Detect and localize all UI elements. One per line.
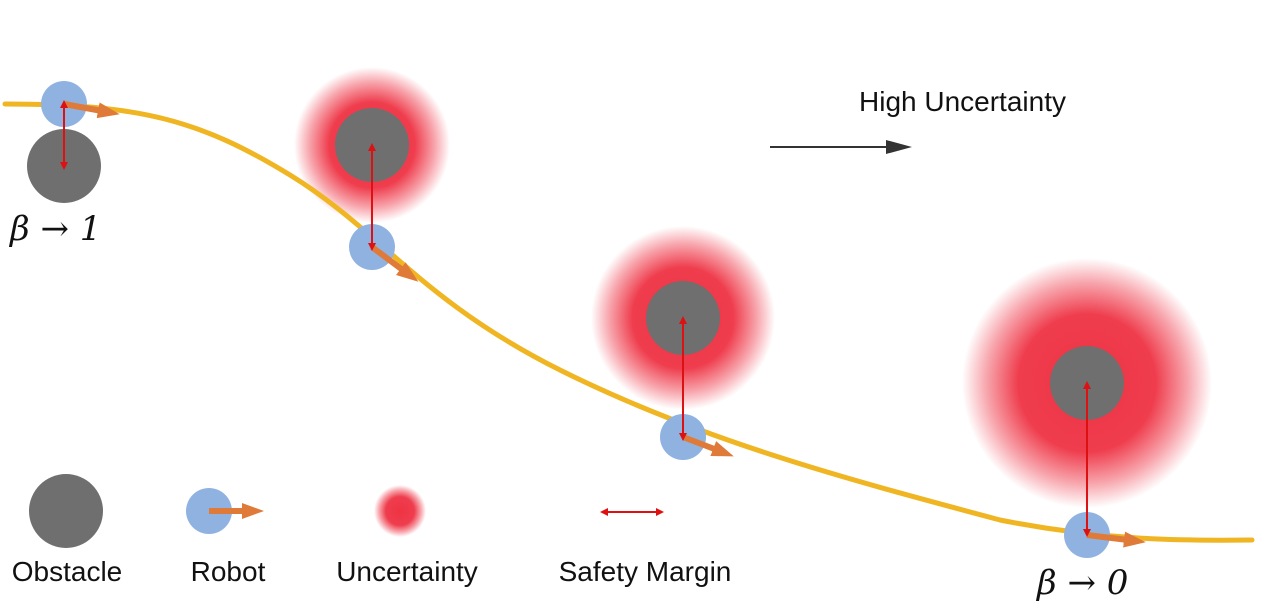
beta-label-left: β → 1 [8, 209, 101, 249]
legend-safety-margin-label: Safety Margin [559, 556, 732, 587]
legend-uncertainty-label: Uncertainty [336, 556, 478, 587]
heading-arrow-4 [1086, 531, 1146, 548]
legend: Obstacle Robot Uncertainty Safety Margin [12, 474, 732, 587]
beta-label-right: β → 0 [1035, 563, 1128, 603]
legend-obstacle-swatch [29, 474, 103, 548]
legend-robot-label: Robot [191, 556, 266, 587]
heading-arrow-2 [370, 244, 419, 282]
heading-arrow-3 [681, 434, 734, 457]
heading-arrow-1 [63, 101, 120, 119]
high-uncertainty-label: High Uncertainty [859, 86, 1066, 117]
legend-obstacle-label: Obstacle [12, 556, 123, 587]
robot-trajectory [2, 101, 1255, 543]
legend-uncertainty-swatch [374, 485, 426, 537]
